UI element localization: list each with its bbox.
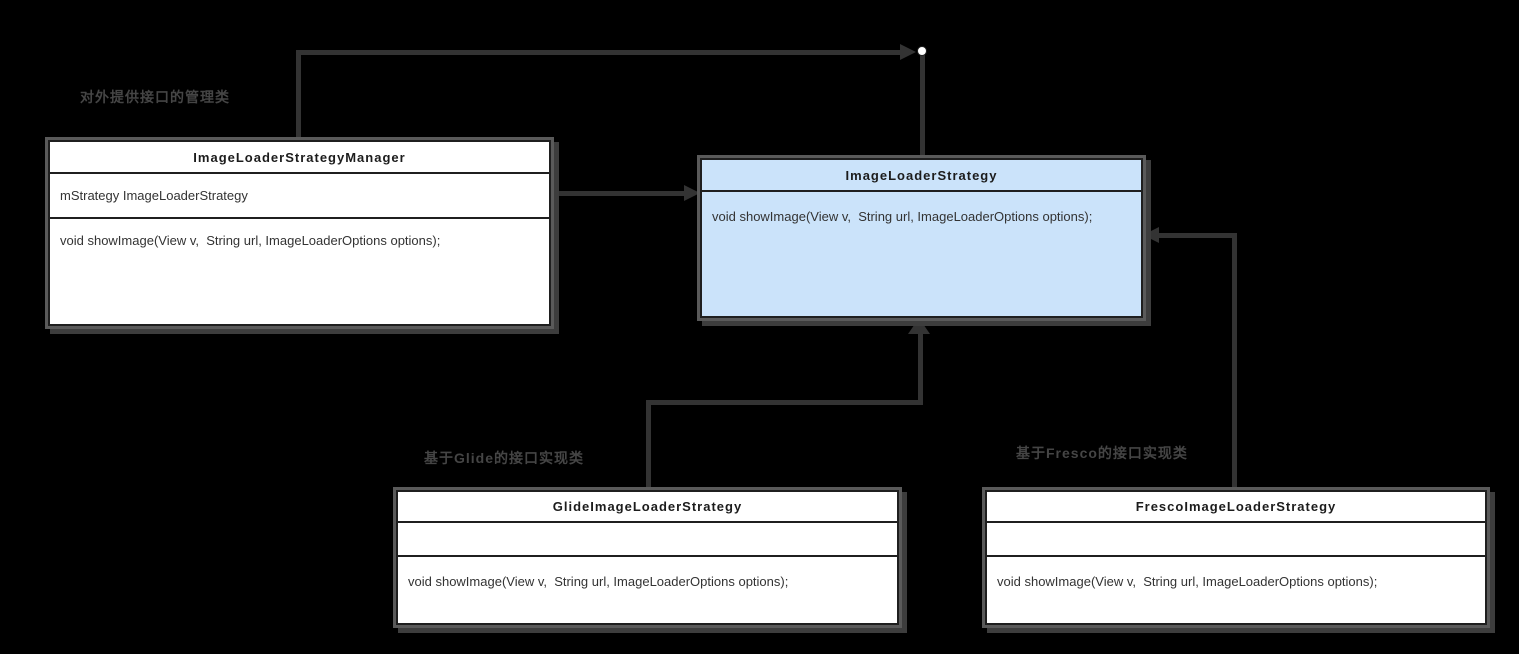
connector-fresco-vertical: [1232, 233, 1237, 490]
connector-manager-strategy-horizontal: [551, 191, 687, 196]
connector-manager-top-vertical: [296, 52, 301, 140]
solid-arrowhead-left-icon: [1143, 227, 1159, 243]
class-title: ImageLoaderStrategyManager: [50, 142, 549, 174]
class-title: GlideImageLoaderStrategy: [398, 492, 897, 523]
annotation-glide: 基于Glide的接口实现类: [424, 450, 585, 466]
class-box-frescoimageloaderstrategy: FrescoImageLoaderStrategy void showImage…: [985, 490, 1487, 625]
class-fields-empty: [398, 523, 897, 557]
connector-glide-horizontal: [646, 400, 923, 405]
connector-manager-top-horizontal: [296, 50, 904, 55]
class-box-imageloaderstrategy: ImageLoaderStrategy void showImage(View …: [700, 158, 1143, 318]
class-method: void showImage(View v, String url, Image…: [60, 233, 441, 248]
connector-glide-vertical-upper: [918, 334, 923, 402]
class-title: FrescoImageLoaderStrategy: [987, 492, 1485, 523]
class-method: void showImage(View v, String url, Image…: [408, 574, 789, 589]
connector-endpoint-handle[interactable]: [917, 46, 927, 56]
class-box-imageloaderstrategymanager: ImageLoaderStrategyManager mStrategy Ima…: [48, 140, 551, 326]
connector-strategy-top-vertical: [920, 52, 925, 158]
class-field: mStrategy ImageLoaderStrategy: [50, 174, 549, 219]
inheritance-arrowhead-up-icon: [908, 318, 930, 334]
class-fields-empty: [987, 523, 1485, 557]
class-title: ImageLoaderStrategy: [702, 160, 1141, 192]
class-method: void showImage(View v, String url, Image…: [997, 574, 1378, 589]
connector-fresco-horizontal: [1157, 233, 1237, 238]
solid-arrowhead-right-icon: [684, 185, 700, 201]
solid-arrowhead-right-icon: [900, 44, 916, 60]
annotation-manager: 对外提供接口的管理类: [80, 89, 230, 105]
class-box-glideimageloaderstrategy: GlideImageLoaderStrategy void showImage(…: [396, 490, 899, 625]
connector-glide-vertical-lower: [646, 400, 651, 490]
class-method: void showImage(View v, String url, Image…: [712, 209, 1093, 224]
annotation-fresco: 基于Fresco的接口实现类: [1016, 445, 1188, 461]
